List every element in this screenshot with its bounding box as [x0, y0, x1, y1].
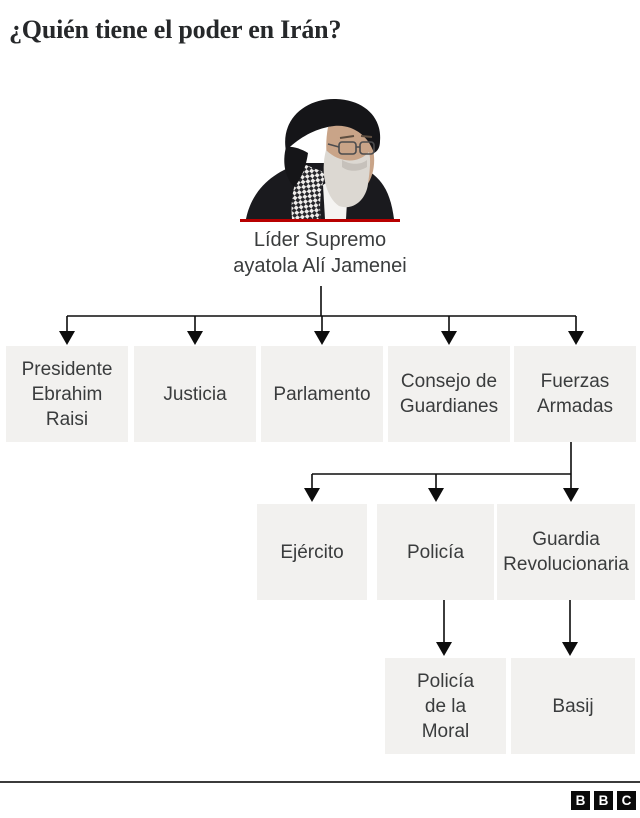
bbc-logo-block-1: B [571, 791, 590, 810]
org-node-guardian-council: Consejo de Guardianes [388, 346, 510, 442]
bbc-logo-block-3: C [617, 791, 636, 810]
glasses-shape [327, 141, 375, 155]
org-node-president: Presidente Ebrahim Raisi [6, 346, 128, 442]
level3-connector-lines [436, 600, 578, 656]
page-title: ¿Quién tiene el poder en Irán? [9, 15, 342, 44]
turban-side-shape [284, 146, 308, 187]
bbc-logo: B B C [571, 791, 636, 810]
org-node-armed-forces: Fuerzas Armadas [514, 346, 636, 442]
supreme-leader-photo [246, 98, 394, 219]
org-node-basij: Basij [511, 658, 635, 754]
org-node-parliament: Parlamento [261, 346, 383, 442]
level2-connector-lines [304, 442, 579, 502]
org-node-army: Ejército [257, 504, 367, 600]
org-node-justice: Justicia [134, 346, 256, 442]
mustache-shape [342, 160, 367, 171]
bbc-logo-block-2: B [594, 791, 613, 810]
scarf-shape [291, 165, 326, 219]
level1-connector-lines [59, 286, 584, 345]
org-node-morality-police: Policía de la Moral [385, 658, 506, 754]
turban-shape [285, 98, 381, 153]
org-node-revolutionary-guard: Guardia Revolucionaria [497, 504, 635, 600]
org-node-police: Policía [377, 504, 494, 600]
org-chart-connectors [59, 286, 584, 656]
eyebrow-shape [339, 135, 373, 139]
photo-caption-rule [240, 219, 400, 222]
supreme-leader-label: Líder Supremo ayatola Alí Jamenei [233, 229, 407, 277]
footer-divider [0, 781, 640, 783]
